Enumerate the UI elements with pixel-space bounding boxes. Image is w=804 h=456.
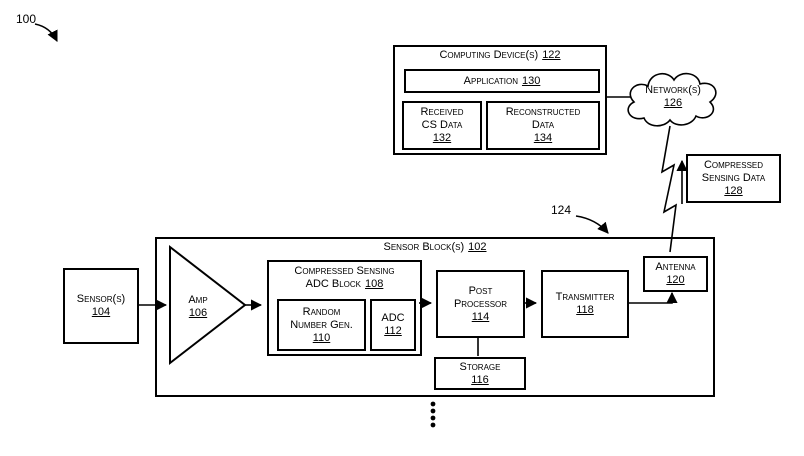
amp-label: Amp — [188, 294, 208, 306]
network-ref: 126 — [663, 97, 683, 109]
random-number-gen-ref: 110 — [312, 331, 331, 344]
transmitter-box: Transmitter 118 — [541, 270, 629, 338]
fig-ref-pointer-arrow — [34, 23, 58, 43]
storage-ref: 116 — [471, 373, 489, 386]
sensor-block-pointer-arrow — [575, 215, 609, 234]
application-ref: 130 — [521, 74, 541, 87]
received-cs-data-ref: 132 — [432, 132, 452, 144]
amp-label-group: Amp 106 — [168, 294, 228, 320]
reconstructed-data-label2: Data — [531, 119, 555, 131]
post-processor-box: Post Processor 114 — [436, 270, 525, 338]
antenna-ref: 120 — [666, 274, 685, 286]
received-cs-data-box: Received CS Data 132 — [402, 101, 482, 150]
sensor-block-ref: 102 — [468, 241, 487, 253]
post-processor-ref: 114 — [471, 310, 490, 323]
received-cs-data-label2: CS Data — [421, 119, 463, 131]
compressed-sensing-data-box: Compressed Sensing Data 128 — [686, 154, 781, 203]
transmitter-label: Transmitter — [555, 291, 615, 303]
compressed-sensing-data-label: Compressed — [703, 159, 764, 171]
sensor-block-label: Sensor Block(s) — [383, 241, 465, 253]
adc-label: ADC — [381, 312, 405, 324]
lightning-bolt-icon — [660, 125, 677, 253]
received-cs-data-label: Received — [420, 106, 464, 118]
computing-device-title: Computing Device(s)122 — [395, 49, 605, 62]
sensors-label: Sensor(s) — [76, 293, 126, 305]
antenna-label: Antenna — [655, 261, 696, 273]
reconstructed-data-label: Reconstructed — [505, 106, 581, 118]
vertical-ellipsis-icon — [430, 401, 436, 428]
reconstructed-data-box: Reconstructed Data 134 — [486, 101, 600, 150]
random-number-gen-label: Random — [302, 305, 341, 318]
transmitter-ref: 118 — [576, 304, 594, 316]
post-processor-label2: Processor — [453, 297, 508, 310]
computing-device-label: Computing Device(s) — [439, 49, 539, 61]
adc-ref: 112 — [384, 325, 402, 337]
random-number-gen-box: Random Number Gen. 110 — [277, 299, 366, 351]
compressed-sensing-data-ref: 128 — [724, 185, 743, 197]
sensors-box: Sensor(s) 104 — [63, 268, 139, 344]
network-name: Network(s) — [645, 84, 701, 96]
cs-adc-block-label: Compressed Sensing — [294, 265, 395, 277]
cs-adc-block-ref: 108 — [365, 278, 384, 290]
adc-box: ADC 112 — [370, 299, 416, 351]
antenna-box: Antenna 120 — [643, 256, 708, 292]
compressed-sensing-data-label2: Sensing Data — [701, 172, 766, 184]
network-label: Network(s) 126 — [634, 84, 712, 110]
random-number-gen-label2: Number Gen. — [290, 318, 353, 331]
reconstructed-data-ref: 134 — [533, 132, 553, 144]
sensor-block-box: Sensor Block(s)102 Amp 106 Compressed Se… — [155, 237, 715, 397]
storage-box: Storage 116 — [434, 357, 526, 390]
storage-label: Storage — [459, 360, 501, 373]
amp-ref: 106 — [188, 307, 208, 319]
post-processor-label: Post — [468, 284, 493, 297]
sensor-block-title: Sensor Block(s)102 — [157, 241, 713, 254]
sensor-block-pointer-label: 124 — [551, 203, 572, 217]
sensors-ref: 104 — [91, 306, 111, 318]
fig-ref-label: 100 — [16, 12, 37, 26]
computing-device-ref: 122 — [542, 49, 561, 61]
